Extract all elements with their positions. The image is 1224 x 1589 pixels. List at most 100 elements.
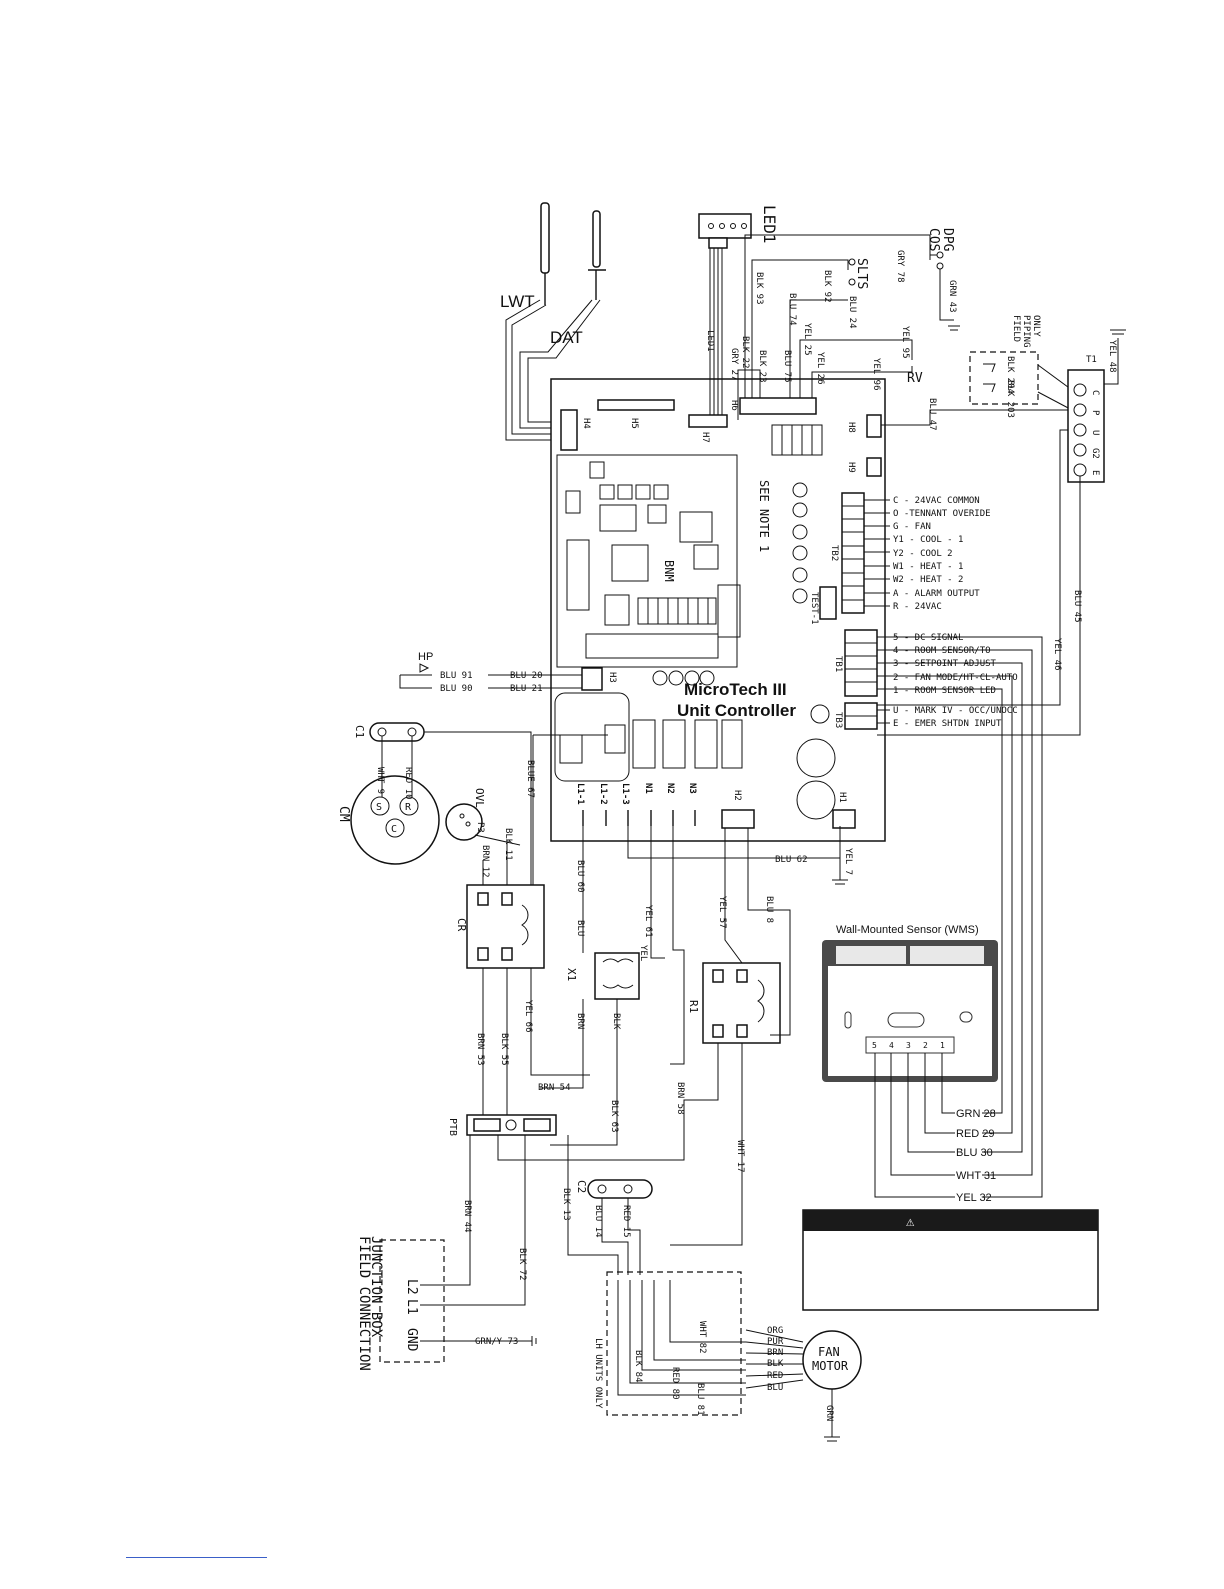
svg-text:4: 4: [889, 1041, 894, 1050]
svg-text:RED: RED: [767, 1371, 783, 1381]
svg-text:CR: CR: [455, 918, 468, 932]
compressor-cm: S R C CM: [336, 775, 440, 865]
svg-text:YEL 48: YEL 48: [1107, 340, 1117, 373]
svg-text:TB1: TB1: [833, 656, 843, 672]
svg-text:BLK 93: BLK 93: [754, 272, 764, 305]
svg-text:BLK 23: BLK 23: [757, 350, 767, 383]
svg-text:5: 5: [872, 1041, 877, 1050]
tb2-term-y2: Y2 - COOL 2: [893, 549, 953, 559]
dat-sensor: [588, 210, 606, 300]
ovl-protector: OVL P3: [445, 788, 486, 841]
tb3-term-u: U - MARK IV - OCC/UNOCC: [893, 706, 1018, 716]
wms-terminals: 5 4 3 2 1: [872, 1041, 945, 1050]
svg-text:C1: C1: [353, 725, 366, 738]
svg-text:BLU 74: BLU 74: [787, 293, 797, 326]
svg-text:BLU 21: BLU 21: [510, 684, 543, 694]
tb2-term-o: O -TENNANT OVERIDE: [893, 509, 991, 519]
svg-text:BLK: BLK: [611, 1013, 621, 1030]
svg-text:YEL: YEL: [638, 945, 648, 961]
svg-text:YEL 26: YEL 26: [815, 352, 825, 385]
svg-text:OVL: OVL: [473, 788, 486, 808]
tb2-term-c: C - 24VAC COMMON: [893, 496, 980, 506]
header-h2[interactable]: [721, 809, 755, 829]
svg-text:BLK 203: BLK 203: [1005, 380, 1015, 418]
header-h4[interactable]: [560, 409, 578, 451]
svg-text:YEL 46: YEL 46: [1052, 638, 1062, 671]
header-h7[interactable]: [688, 414, 728, 428]
svg-text:C2: C2: [575, 1180, 588, 1193]
relay-r1: R1: [687, 962, 781, 1044]
header-h1[interactable]: [832, 809, 856, 829]
svg-text:BLU 47: BLU 47: [927, 398, 937, 431]
svg-text:BLK 63: BLK 63: [609, 1100, 619, 1133]
svg-text:BLU 8: BLU 8: [764, 896, 774, 923]
svg-text:H9: H9: [846, 462, 856, 473]
svg-text:BLU: BLU: [575, 920, 585, 936]
wall-mounted-sensor: [822, 940, 998, 1082]
tb1-term-1: 1 - ROOM SENSOR LED: [893, 686, 996, 696]
svg-text:GRY 27: GRY 27: [729, 348, 739, 381]
svg-text:BLU 91: BLU 91: [440, 671, 473, 681]
svg-text:E: E: [1090, 470, 1100, 475]
svg-text:BLK 13: BLK 13: [561, 1188, 571, 1221]
svg-text:WHT 82: WHT 82: [697, 1321, 707, 1354]
header-h3[interactable]: [581, 667, 603, 691]
line-terminals: L1-1 L1-2 L1-3 N1 N2 N3: [575, 783, 697, 826]
header-h9[interactable]: [866, 457, 882, 477]
tb2-term-y1: Y1 - COOL - 1: [893, 535, 963, 545]
svg-text:H6: H6: [729, 400, 739, 411]
svg-text:BRN: BRN: [767, 1348, 783, 1358]
svg-text:YEL 95: YEL 95: [900, 326, 910, 359]
svg-text:BRN 44: BRN 44: [462, 1200, 472, 1233]
svg-text:GRN: GRN: [824, 1405, 834, 1421]
svg-text:2: 2: [923, 1041, 928, 1050]
tb2-term-w1: W1 - HEAT - 1: [893, 562, 963, 572]
svg-text:H4: H4: [581, 418, 591, 429]
svg-text:1: 1: [940, 1041, 945, 1050]
svg-text:H5: H5: [629, 418, 639, 429]
svg-text:WHT 17: WHT 17: [735, 1140, 745, 1173]
tb3-term-e: E - EMER SHTDN INPUT: [893, 719, 1002, 729]
header-h5[interactable]: [597, 399, 675, 411]
fan-motor: FAN MOTOR: [802, 1330, 862, 1390]
svg-text:YEL 96: YEL 96: [871, 358, 881, 391]
svg-text:U: U: [1090, 430, 1100, 435]
controller-title-line2: Unit Controller: [677, 701, 796, 720]
svg-text:FIELD CONNECTION: FIELD CONNECTION: [356, 1236, 372, 1371]
see-note-mark: SEE NOTE 1: [757, 480, 771, 552]
svg-text:BLU: BLU: [767, 1383, 783, 1393]
svg-text:LH UNITS ONLY: LH UNITS ONLY: [593, 1338, 603, 1409]
svg-text:BLU 81: BLU 81: [695, 1383, 705, 1416]
svg-text:X1: X1: [565, 968, 578, 981]
led1-label: LED1: [760, 205, 779, 244]
header-h6[interactable]: [739, 397, 817, 415]
wms-title: Wall-Mounted Sensor (WMS): [836, 924, 979, 936]
svg-text:BLU 60: BLU 60: [575, 860, 585, 893]
svg-text:BLK 22: BLK 22: [740, 336, 750, 369]
lwt-sensor: [540, 202, 550, 305]
svg-text:CM: CM: [336, 806, 351, 822]
tb1-term-5: 5 - DC SIGNAL: [893, 633, 963, 643]
svg-text:L1-1: L1-1: [575, 783, 585, 805]
svg-text:YEL 57: YEL 57: [717, 896, 727, 929]
tb2-term-a: A - ALARM OUTPUT: [893, 589, 980, 599]
capacitor-c1: C1: [353, 722, 425, 742]
header-h8[interactable]: [866, 414, 882, 438]
svg-text:BRN 12: BRN 12: [480, 845, 490, 878]
svg-text:BLU 62: BLU 62: [775, 855, 808, 865]
svg-text:BLUE 67: BLUE 67: [525, 760, 535, 798]
svg-text:BRN 53: BRN 53: [475, 1033, 485, 1066]
svg-text:FIELD: FIELD: [1011, 315, 1021, 342]
svg-text:H8: H8: [846, 422, 856, 433]
bnm-mark: BNM: [662, 560, 676, 582]
wms-wire-blu-30: BLU 30: [956, 1147, 993, 1159]
svg-text:GRY 78: GRY 78: [895, 250, 905, 283]
contactor-cr: CR: [455, 884, 545, 969]
svg-text:3: 3: [906, 1041, 911, 1050]
svg-text:SLTS: SLTS: [854, 258, 869, 289]
svg-text:BLU 75: BLU 75: [782, 350, 792, 383]
tb2-term-w2: W2 - HEAT - 2: [893, 575, 963, 585]
svg-text:L1-3: L1-3: [620, 783, 630, 805]
t1-terminal-block: [1067, 369, 1105, 483]
svg-text:BLU 45: BLU 45: [1072, 590, 1082, 623]
